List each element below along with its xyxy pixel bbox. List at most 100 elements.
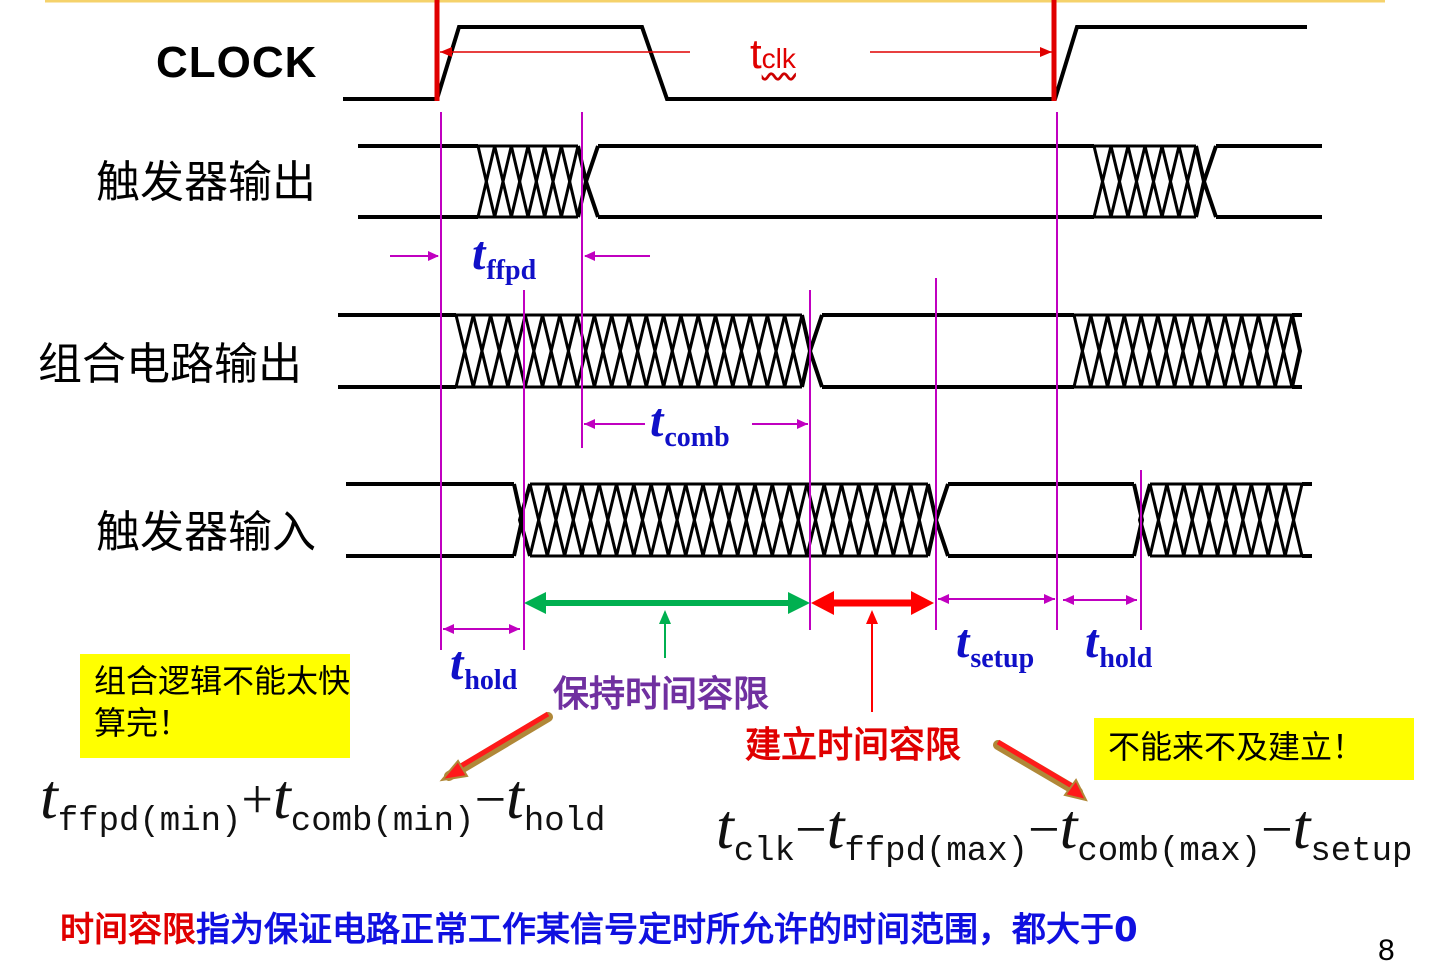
hatch-line — [471, 314, 493, 388]
hatch-line — [662, 314, 683, 388]
hatch-line — [610, 314, 631, 388]
hatch-line — [541, 314, 562, 388]
hatch-line — [509, 145, 530, 218]
hatch-line — [1249, 483, 1270, 557]
hatch-line — [528, 483, 549, 557]
hatch-line — [788, 483, 809, 557]
bus-transition — [807, 314, 824, 388]
ff-input-label: 触发器输入 — [96, 507, 316, 558]
hatch-line — [1223, 314, 1244, 388]
hatch-line — [545, 483, 567, 557]
bus-transition — [1201, 145, 1218, 218]
clock-label: CLOCK — [156, 38, 318, 87]
hatch-line — [770, 483, 792, 557]
hatch-line — [1160, 145, 1181, 218]
hatch-line — [1206, 314, 1227, 388]
hatch-line — [489, 314, 510, 388]
note-too-fast: 组合逻辑不能太快算完！ — [80, 654, 350, 758]
ffpd-arrowhead-right — [584, 251, 595, 261]
hatch-line — [649, 483, 670, 557]
hold-tolerance-label: 保持时间容限 — [553, 674, 770, 715]
hatch-line — [874, 483, 895, 557]
ffpd-arrowhead-left — [428, 251, 439, 261]
hatch-line — [1122, 314, 1143, 388]
hatch-line — [1216, 483, 1236, 557]
ff-output-waveform — [358, 144, 1322, 219]
hatch-line — [1092, 145, 1113, 218]
thold-arrowhead — [443, 624, 454, 634]
hatch-line — [718, 483, 740, 557]
hatch-line — [731, 314, 752, 388]
hatch-line — [909, 483, 930, 557]
hatch-line — [1109, 145, 1130, 218]
bus-transition — [583, 145, 600, 218]
hatch-line — [615, 483, 636, 557]
tclk-arrowhead-right — [1040, 47, 1052, 57]
hatch-line — [684, 483, 705, 557]
hatch-line — [1182, 483, 1203, 557]
hatch-line — [1126, 145, 1147, 218]
bus-transition — [1290, 314, 1303, 388]
hatch-line — [1156, 314, 1177, 388]
thold2-arrowhead — [1126, 595, 1137, 605]
hatch-line — [1089, 314, 1109, 388]
setup-tolerance-label: 建立时间容限 — [745, 725, 962, 766]
hatch-line — [840, 483, 861, 557]
hatch-line — [597, 483, 618, 557]
hatch-line — [523, 314, 544, 388]
hatch-line — [679, 314, 700, 388]
page-number: 8 — [1378, 934, 1395, 967]
comb-output-label: 组合电路输出 — [38, 339, 302, 390]
hatch-line — [696, 314, 717, 388]
tsetup-arrowhead — [938, 594, 949, 604]
hatch-line — [736, 483, 757, 557]
hatch-line — [558, 314, 579, 388]
hatch-line — [1273, 314, 1294, 388]
hatch-line — [1240, 314, 1260, 388]
hatch-line — [822, 483, 843, 557]
note-too-late: 不能来不及建立！ — [1094, 718, 1414, 780]
hatch-line — [666, 483, 688, 557]
footer-highlight: 时间容限 — [60, 910, 196, 950]
hatch-line — [493, 145, 513, 218]
hatch-line — [627, 314, 648, 388]
comb-output-waveform — [338, 313, 1303, 389]
hatch-line — [559, 145, 580, 218]
hatch-line — [857, 483, 878, 557]
hatch-line — [748, 314, 769, 388]
hatch-line — [1189, 314, 1210, 388]
footer-definition: 时间容限指为保证电路正常工作某信号定时所允许的时间范围，都大于0 — [60, 902, 1138, 951]
hatch-line — [1072, 314, 1093, 388]
tclk-label: tclk — [750, 30, 796, 77]
hatch-line — [1139, 314, 1160, 388]
thold2-arrowhead — [1063, 595, 1074, 605]
hatch-line — [753, 483, 774, 557]
setup-margin-formula: tclk−tffpd(max)−tcomb(max)−tsetup — [716, 791, 1413, 871]
tcomb-arrowhead-left — [584, 419, 595, 429]
hatch-line — [506, 314, 527, 388]
hatch-line — [580, 483, 601, 557]
hatch-line — [632, 483, 653, 557]
hatch-line — [575, 314, 596, 388]
hatch-line — [1257, 314, 1277, 388]
hatch-line — [644, 314, 666, 388]
ff-input-waveform — [346, 482, 1312, 558]
clock-waveform — [343, 25, 1307, 101]
hatch-line — [563, 483, 584, 557]
hatch-line — [1266, 483, 1287, 557]
note-arrow-left — [439, 711, 553, 782]
tcomb-arrowhead-right — [797, 419, 808, 429]
tclk-arrowhead-left — [440, 47, 452, 57]
thold-label: thold — [450, 637, 518, 696]
hold-margin-formula: tffpd(min)+tcomb(min)−thold — [40, 761, 606, 841]
hatch-line — [592, 314, 614, 388]
hatch-line — [783, 314, 804, 388]
bus-transition — [517, 483, 532, 557]
hatch-line — [1232, 483, 1253, 557]
hatch-line — [714, 314, 735, 388]
tcomb-label: tcomb — [650, 394, 730, 453]
hatch-line — [1283, 483, 1304, 557]
hatch-line — [1177, 145, 1198, 218]
hatch-line — [1148, 483, 1169, 557]
